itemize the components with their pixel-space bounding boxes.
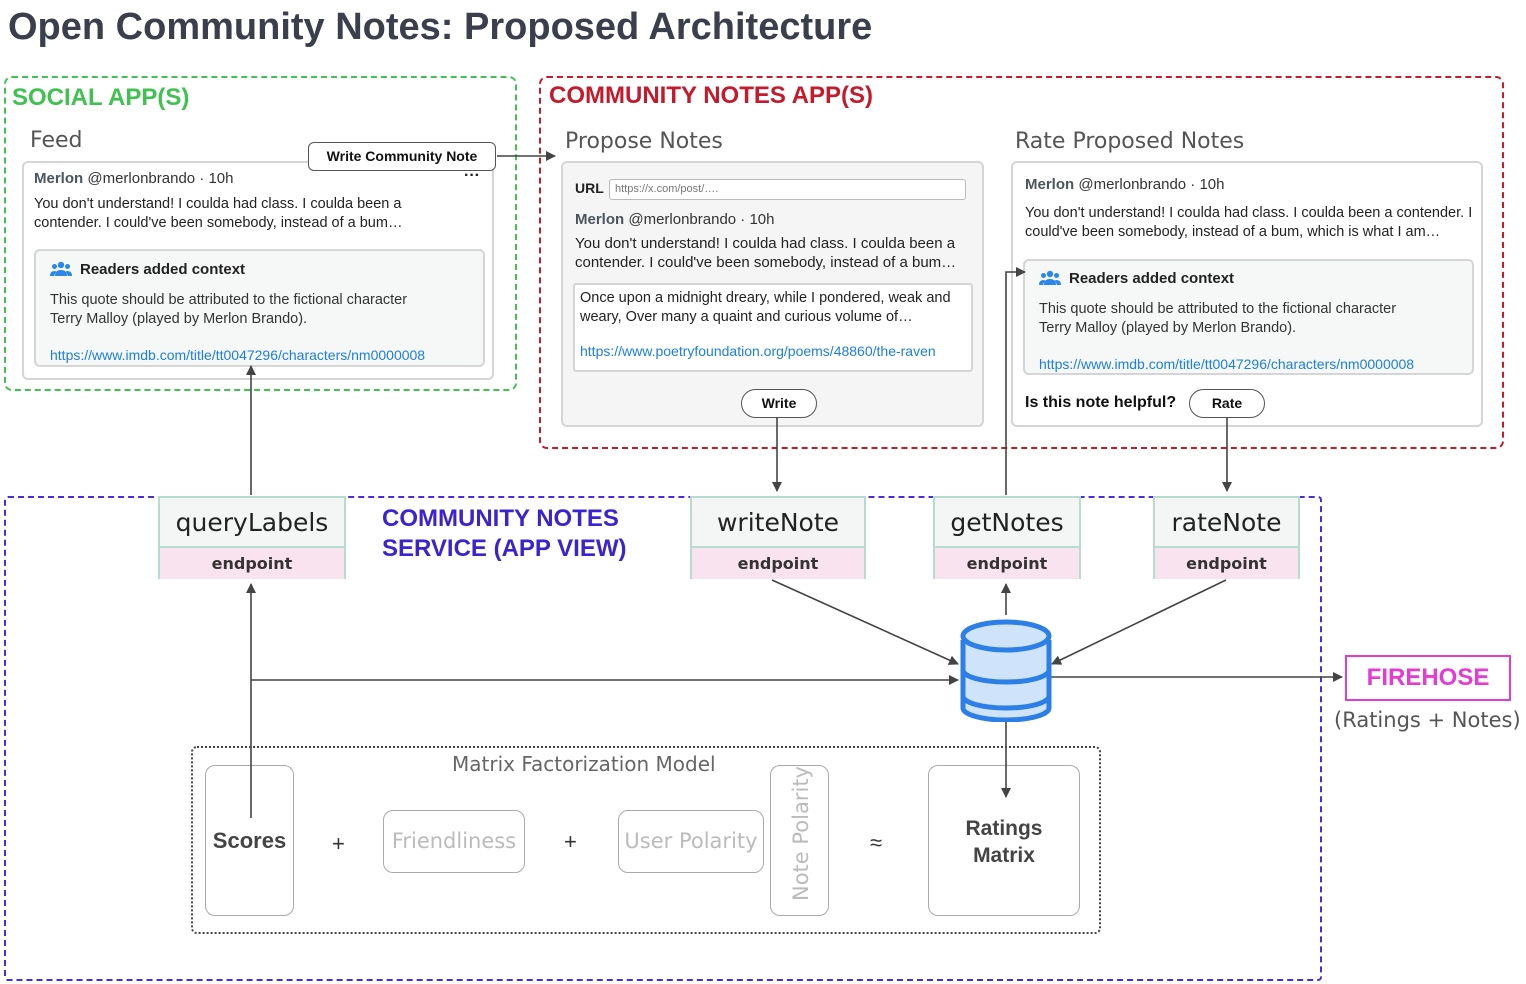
context-text-line: Terry Malloy (played by Merlon Brando). xyxy=(1039,320,1297,336)
service-label: COMMUNITY NOTES SERVICE (APP VIEW) xyxy=(382,504,627,564)
ratings-matrix-line: Matrix xyxy=(973,844,1035,867)
post-text-line: could've been somebody, instead of a bum… xyxy=(1025,224,1441,240)
context-title: Readers added context xyxy=(50,261,245,278)
note-text-area[interactable]: Once upon a midnight dreary, while I pon… xyxy=(573,283,973,372)
endpoint-write-note: writeNote endpoint xyxy=(690,496,866,579)
user-polarity-bracket xyxy=(618,810,764,873)
post-author: Merlon xyxy=(34,170,84,187)
endpoint-type: endpoint xyxy=(935,548,1079,579)
context-title-text: Readers added context xyxy=(80,261,246,278)
context-text: This quote should be attributed to the f… xyxy=(50,291,470,329)
plus-operator: + xyxy=(332,831,345,856)
social-app-label: SOCIAL APP(S) xyxy=(12,84,190,111)
endpoint-type: endpoint xyxy=(692,548,864,579)
scores-bracket xyxy=(205,765,294,916)
endpoint-query-labels: queryLabels endpoint xyxy=(158,496,346,579)
ratings-matrix-bracket xyxy=(928,765,1080,916)
more-icon[interactable]: ··· xyxy=(464,167,480,184)
post-text: You don't understand! I coulda had class… xyxy=(34,195,474,233)
post-text: You don't understand! I coulda had class… xyxy=(1025,204,1481,242)
post-author: Merlon xyxy=(575,211,625,228)
write-community-note-button[interactable]: Write Community Note xyxy=(308,142,496,171)
helpful-question: Is this note helpful? xyxy=(1025,394,1177,411)
post-text-line: You don't understand! I coulda had class… xyxy=(575,235,956,252)
scores-term: Scores xyxy=(212,828,287,853)
endpoint-name: queryLabels xyxy=(160,498,344,548)
note-polarity-term: Note Polarity xyxy=(789,766,813,901)
note-text-line: Once upon a midnight dreary, while I pon… xyxy=(580,290,951,306)
rate-button[interactable]: Rate xyxy=(1189,389,1265,418)
post-text: You don't understand! I coulda had class… xyxy=(575,234,980,272)
propose-notes-card: URL https://x.com/post/…. Merlon @merlon… xyxy=(561,161,984,427)
context-text: This quote should be attributed to the f… xyxy=(1039,300,1459,338)
note-text-line: weary, Over many a quaint and curious vo… xyxy=(580,309,913,325)
url-label: URL xyxy=(575,180,604,196)
post-author-line: Merlon @merlonbrando · 10h xyxy=(1025,176,1224,193)
endpoint-rate-note: rateNote endpoint xyxy=(1153,496,1300,579)
feed-label: Feed xyxy=(30,128,83,153)
post-text-line: You don't understand! I coulda had class… xyxy=(1025,205,1473,221)
friendliness-bracket xyxy=(383,810,525,873)
social-app-region xyxy=(4,76,517,391)
rate-notes-card: Merlon @merlonbrando · 10h You don't und… xyxy=(1011,161,1483,427)
service-label-line: COMMUNITY NOTES xyxy=(382,505,619,532)
people-icon xyxy=(1039,270,1061,285)
post-handle-time: @merlonbrando · 10h xyxy=(1078,176,1225,193)
post-author: Merlon xyxy=(1025,176,1075,193)
post-text-line: contender. I could've been somebody, ins… xyxy=(34,215,403,231)
database-icon xyxy=(960,619,1052,722)
ratings-matrix-term: Ratings Matrix xyxy=(928,815,1080,869)
endpoint-type: endpoint xyxy=(160,548,344,579)
context-title-text: Readers added context xyxy=(1069,270,1235,287)
user-polarity-term: User Polarity xyxy=(624,829,758,853)
context-link[interactable]: https://www.imdb.com/title/tt0047296/cha… xyxy=(1039,356,1415,372)
community-notes-app-label: COMMUNITY NOTES APP(S) xyxy=(549,82,874,109)
context-text-line: Terry Malloy (played by Merlon Brando). xyxy=(50,311,308,327)
context-box: Readers added context This quote should … xyxy=(34,249,485,367)
propose-notes-label: Propose Notes xyxy=(565,129,723,154)
context-title: Readers added context xyxy=(1039,270,1234,287)
write-button[interactable]: Write xyxy=(741,389,817,418)
matrix-model-label: Matrix Factorization Model xyxy=(452,752,716,776)
firehose-box: FIREHOSE xyxy=(1345,655,1511,701)
post-text-line: You don't understand! I coulda had class… xyxy=(34,196,402,212)
endpoint-name: rateNote xyxy=(1155,498,1298,548)
note-link[interactable]: https://www.poetryfoundation.org/poems/4… xyxy=(580,343,936,359)
url-input[interactable]: https://x.com/post/…. xyxy=(609,179,966,200)
post-author-line: Merlon @merlonbrando · 10h xyxy=(34,170,233,187)
post-author-line: Merlon @merlonbrando · 10h xyxy=(575,211,774,228)
page-title: Open Community Notes: Proposed Architect… xyxy=(8,6,873,48)
plus-operator: + xyxy=(564,829,577,854)
firehose-subtitle: (Ratings + Notes) xyxy=(1334,708,1521,732)
friendliness-term: Friendliness xyxy=(391,829,517,853)
endpoint-name: getNotes xyxy=(935,498,1079,548)
service-region xyxy=(4,496,1322,981)
post-text-line: contender. I could've been somebody, ins… xyxy=(575,254,957,271)
rate-notes-label: Rate Proposed Notes xyxy=(1015,129,1245,154)
post-handle-time: @merlonbrando · 10h xyxy=(628,211,775,228)
post-handle-time: @merlonbrando · 10h xyxy=(87,170,234,187)
people-icon xyxy=(50,261,72,276)
context-box: Readers added context This quote should … xyxy=(1023,259,1474,375)
context-text-line: This quote should be attributed to the f… xyxy=(1039,301,1397,317)
approx-operator: ≈ xyxy=(870,830,883,855)
feed-post-card: Merlon @merlonbrando · 10h ··· You don't… xyxy=(22,161,494,380)
note-polarity-bracket xyxy=(770,765,829,916)
endpoint-get-notes: getNotes endpoint xyxy=(933,496,1081,579)
matrix-model-region xyxy=(191,746,1101,934)
endpoint-type: endpoint xyxy=(1155,548,1298,579)
endpoint-name: writeNote xyxy=(692,498,864,548)
note-text: Once upon a midnight dreary, while I pon… xyxy=(580,289,965,327)
service-label-line: SERVICE (APP VIEW) xyxy=(382,535,627,562)
ratings-matrix-line: Ratings xyxy=(965,817,1043,840)
context-text-line: This quote should be attributed to the f… xyxy=(50,292,408,308)
context-link[interactable]: https://www.imdb.com/title/tt0047296/cha… xyxy=(50,347,426,363)
